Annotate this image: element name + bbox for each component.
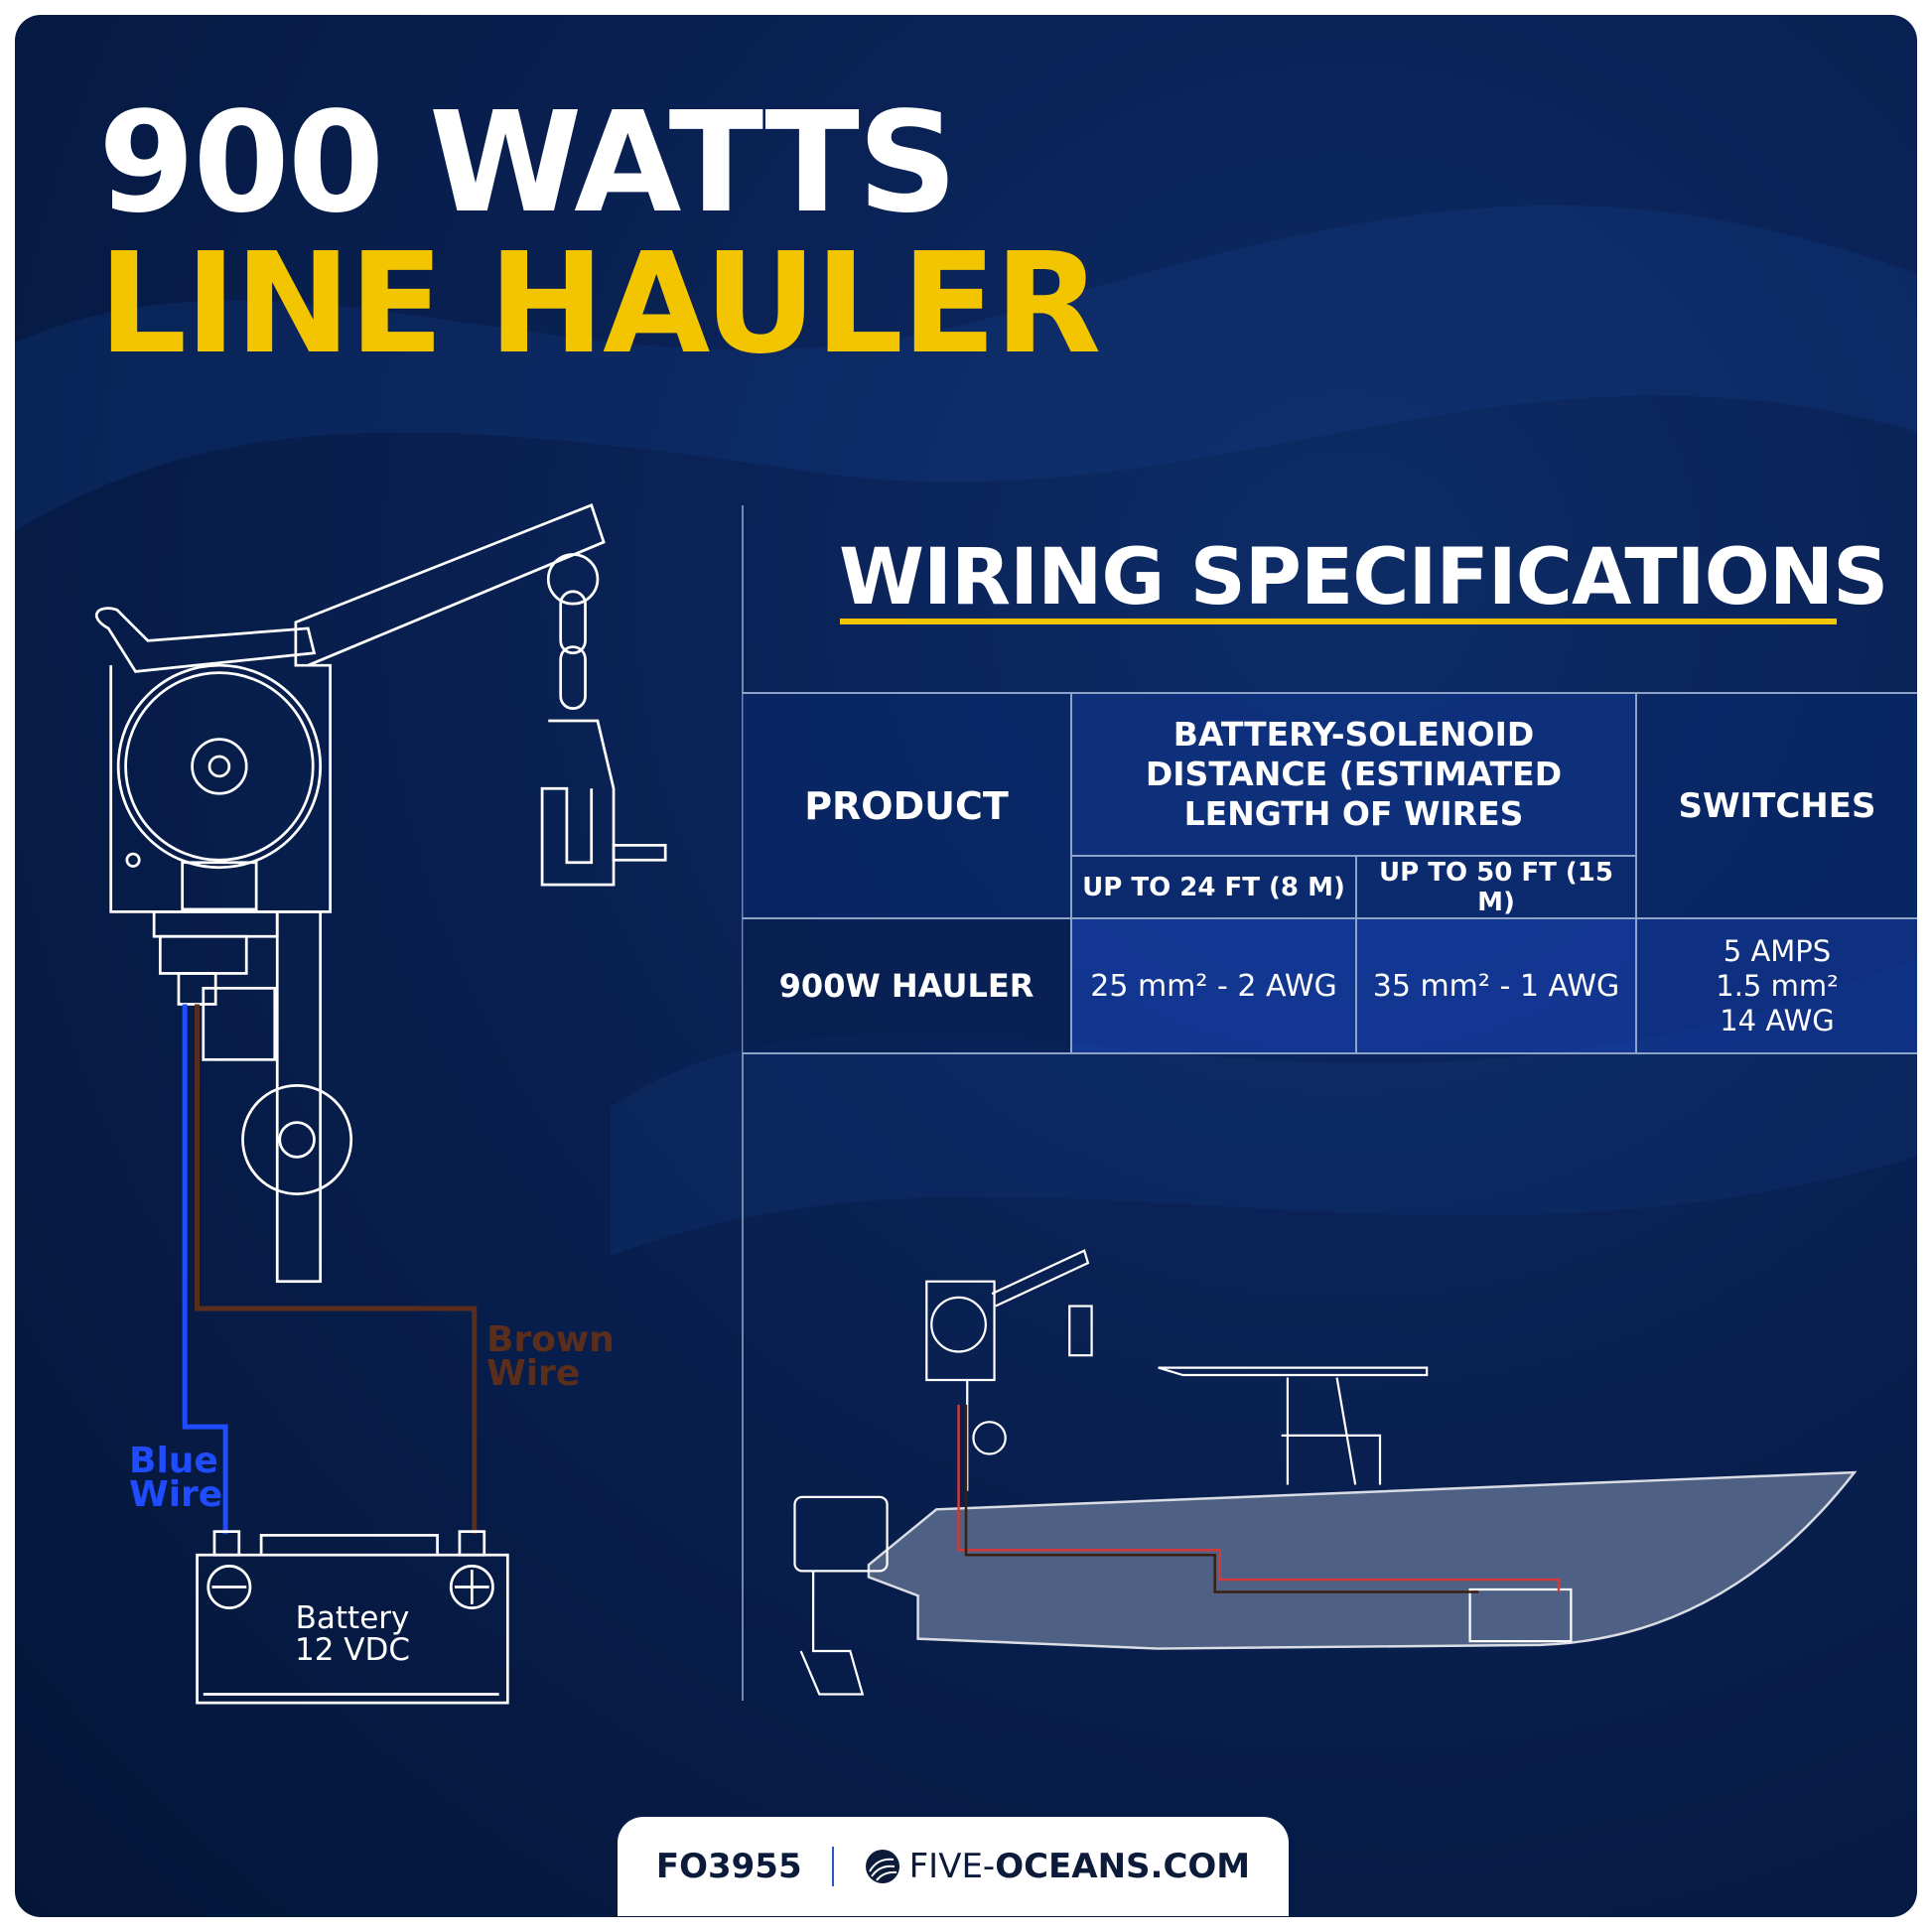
switch-section: 1.5 mm²	[1716, 968, 1839, 1003]
brown-wire	[195, 1004, 478, 1535]
switch-amps: 5 AMPS	[1723, 933, 1832, 968]
boat-drawing	[793, 1249, 1858, 1696]
wave-globe-icon	[865, 1850, 899, 1883]
battery-icon	[196, 1530, 509, 1705]
line-hauler-drawing	[94, 503, 667, 1284]
cell-switches: 5 AMPS 1.5 mm² 14 AWG	[1635, 917, 1917, 1054]
table-row: 900W HAULER 25 mm² - 2 AWG 35 mm² - 1 AW…	[743, 917, 1917, 1054]
header-product: PRODUCT	[743, 692, 1072, 919]
background-wave	[15, 205, 1917, 1256]
footer-divider	[831, 1847, 834, 1886]
blue-wire-label: Blue Wire	[129, 1441, 223, 1515]
cell-long: 35 mm² - 1 AWG	[1355, 917, 1637, 1054]
battery-label-line-1: Battery	[295, 1600, 410, 1636]
product-code: FO3955	[655, 1847, 802, 1886]
header-distance: BATTERY-SOLENOID DISTANCE (ESTIMATED LEN…	[1070, 692, 1637, 857]
spec-title-underline	[840, 619, 1837, 624]
header-distance-long: UP TO 50 FT (15 M)	[1355, 855, 1636, 919]
cell-product: 900W HAULER	[743, 917, 1072, 1054]
website-link[interactable]: FIVE-OCEANS.COM	[864, 1847, 1251, 1886]
title-line-2: LINE HAULER	[98, 223, 1101, 385]
infographic-card: 900 WATTS LINE HAULER WIRING SPECIFICATI…	[15, 15, 1917, 1917]
battery-label: Battery 12 VDC	[258, 1602, 447, 1666]
header-distance-short: UP TO 24 FT (8 M)	[1071, 855, 1357, 919]
title-line-1: 900 WATTS	[98, 82, 958, 244]
battery-label-line-2: 12 VDC	[294, 1632, 411, 1668]
switch-awg: 14 AWG	[1720, 1003, 1835, 1037]
brown-wire-label: Brown Wire	[486, 1319, 615, 1394]
wiring-spec-table: PRODUCT BATTERY-SOLENOID DISTANCE (ESTIM…	[743, 692, 1917, 1054]
negative-wire	[964, 1404, 1479, 1593]
cell-short: 25 mm² - 2 AWG	[1070, 917, 1357, 1054]
blue-wire	[182, 1004, 228, 1535]
site-domain: OCEANS.COM	[995, 1847, 1251, 1886]
positive-wire	[957, 1404, 1561, 1592]
vertical-divider	[742, 505, 744, 1701]
spec-title: WIRING SPECIFICATIONS	[839, 533, 1888, 622]
site-prefix: FIVE-	[908, 1847, 996, 1886]
header-switches: SWITCHES	[1635, 692, 1917, 919]
footer-bar: FO3955 FIVE-OCEANS.COM	[618, 1817, 1289, 1916]
